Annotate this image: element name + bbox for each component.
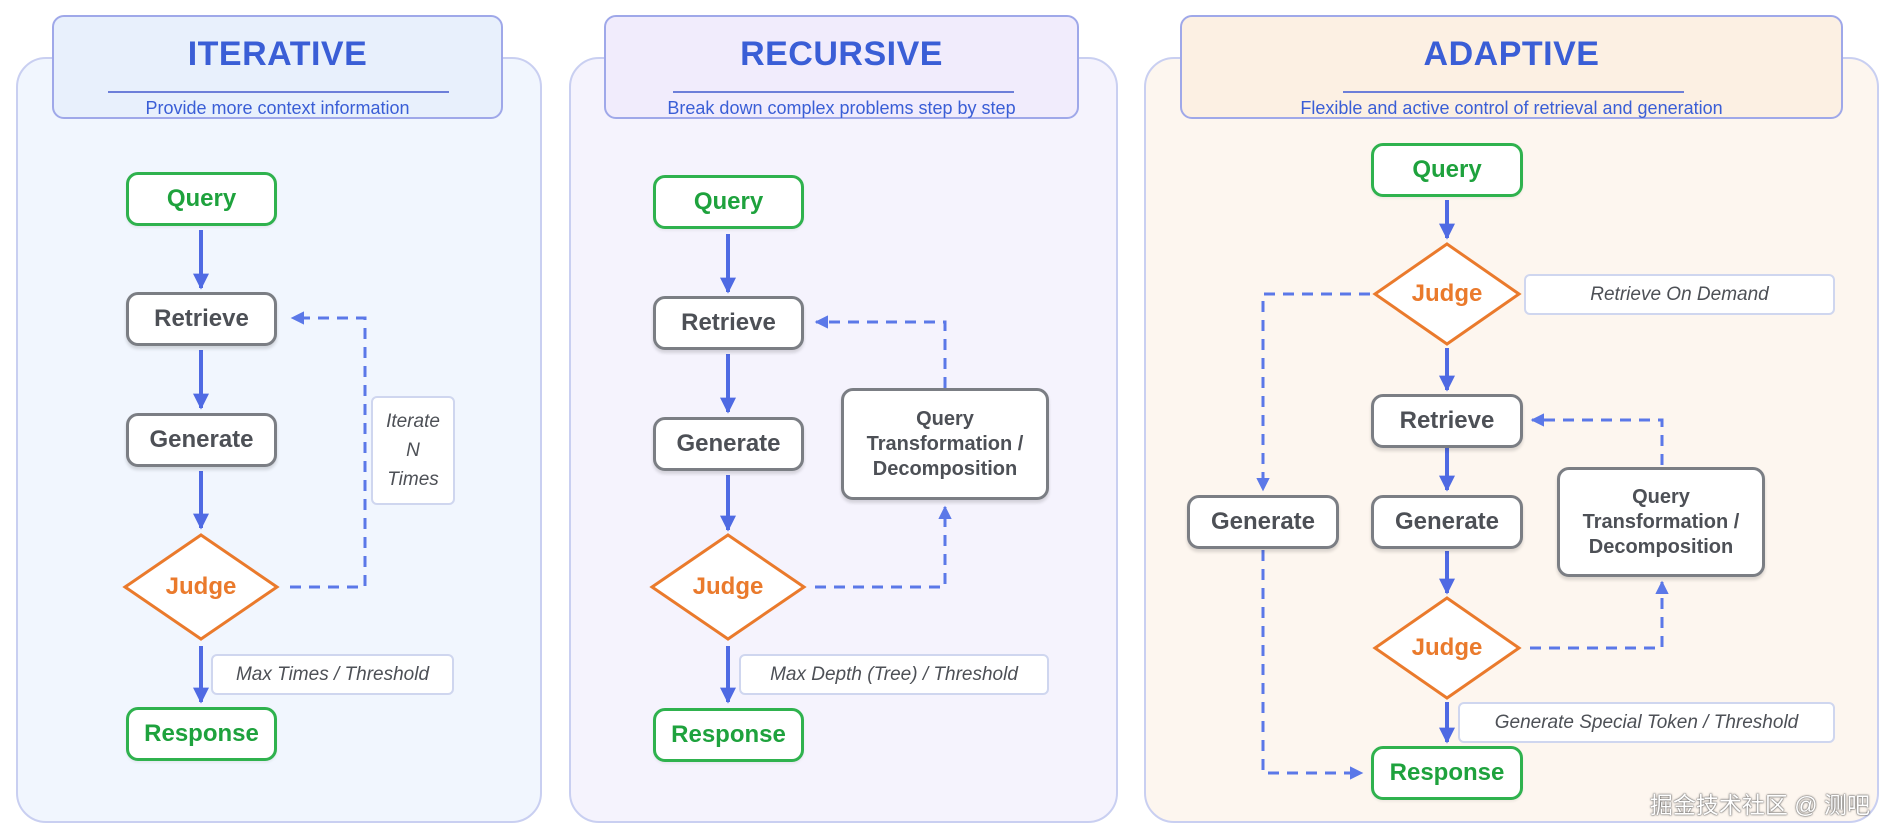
recursive-header: RECURSIVE Break down complex problems st… [604, 15, 1079, 119]
adaptive-query-node: Query [1371, 143, 1523, 197]
arrow-ada-judge-generate-direct [1256, 292, 1370, 492]
adaptive-transform-node: Query Transformation / Decomposition [1557, 467, 1765, 577]
iterative-loop-note: Iterate N Times [371, 396, 455, 505]
recursive-generate-node: Generate [653, 417, 804, 471]
iterative-header: ITERATIVE Provide more context informati… [52, 15, 503, 119]
adaptive-transform-line-2: Transformation / [1582, 510, 1740, 533]
adaptive-demand-note: Retrieve On Demand [1524, 274, 1835, 315]
adaptive-generate-node: Generate [1371, 495, 1523, 549]
adaptive-title: ADAPTIVE [1423, 35, 1600, 73]
iterative-generate-node: Generate [126, 413, 277, 467]
recursive-transform-line-1: Query [916, 407, 974, 430]
adaptive-judge-bottom-diamond [1372, 596, 1522, 700]
iterative-query-node: Query [126, 172, 277, 226]
adaptive-retrieve-node: Retrieve [1371, 394, 1523, 448]
recursive-transform-line-3: Decomposition [872, 457, 1018, 480]
iterative-judge-diamond [122, 533, 280, 641]
recursive-stop-note: Max Depth (Tree) / Threshold [739, 654, 1049, 695]
arrow-rec-transform-retrieve [814, 315, 947, 388]
adaptive-transform-line-3: Decomposition [1588, 535, 1734, 558]
recursive-query-node: Query [653, 175, 804, 229]
adaptive-judge-top-diamond [1372, 242, 1522, 346]
adaptive-generate-direct-node: Generate [1187, 495, 1339, 549]
arrow-ada-judge-transform [1530, 580, 1669, 650]
recursive-judge-label: Judge [692, 573, 764, 600]
arrow-iter-loop [290, 311, 367, 589]
adaptive-judge-bottom-label: Judge [1411, 634, 1483, 661]
recursive-subtitle: Break down complex problems step by step [667, 98, 1016, 118]
iterative-response-node: Response [126, 707, 277, 761]
recursive-retrieve-node: Retrieve [653, 296, 804, 350]
arrow-ada-generate-direct-response [1261, 550, 1364, 780]
adaptive-subtitle: Flexible and active control of retrieval… [1300, 98, 1723, 118]
iterative-judge-label: Judge [165, 573, 237, 600]
recursive-transform-line-2: Transformation / [866, 432, 1024, 455]
recursive-transform-node: Query Transformation / Decomposition [841, 388, 1049, 500]
iterative-subtitle: Provide more context information [145, 98, 410, 118]
arrow-ada-transform-retrieve [1530, 413, 1664, 465]
adaptive-header: ADAPTIVE Flexible and active control of … [1180, 15, 1843, 119]
arrow-rec-judge-transform [815, 505, 952, 589]
iterative-stop-note: Max Times / Threshold [211, 654, 454, 695]
iterate-note-line-2: N [406, 440, 420, 461]
adaptive-transform-line-1: Query [1632, 485, 1690, 508]
recursive-title: RECURSIVE [740, 35, 943, 73]
iterative-title: ITERATIVE [187, 35, 368, 73]
adaptive-header-rule [1343, 91, 1684, 93]
recursive-judge-diamond [649, 533, 807, 641]
iterative-retrieve-node: Retrieve [126, 292, 277, 346]
adaptive-stop-note: Generate Special Token / Threshold [1458, 702, 1835, 743]
iterate-note-line-3: Times [387, 469, 439, 490]
iterate-note-line-1: Iterate [386, 411, 440, 432]
adaptive-judge-top-label: Judge [1411, 280, 1483, 307]
watermark-text: 掘金技术社区 @ 测吧 [1649, 792, 1870, 818]
recursive-response-node: Response [653, 708, 804, 762]
iterative-header-rule [108, 91, 449, 93]
recursive-header-rule [673, 91, 1014, 93]
adaptive-response-node: Response [1371, 746, 1523, 800]
